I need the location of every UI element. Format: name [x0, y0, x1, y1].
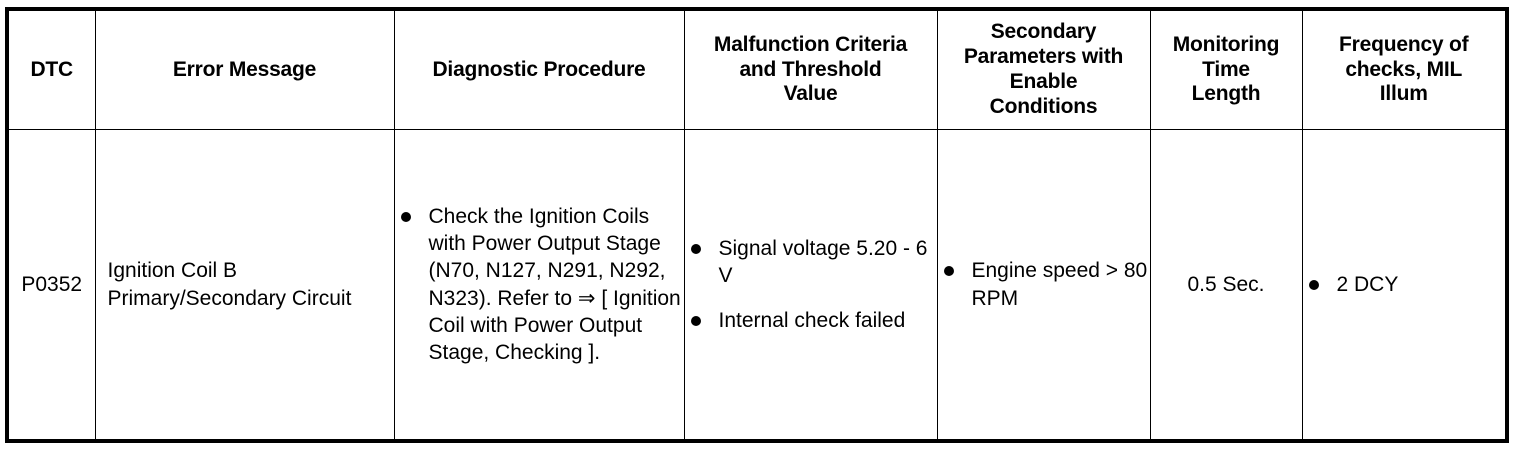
list-item: 2 DCY	[1303, 271, 1506, 298]
column-header-frequency-of-checks: Frequency of checks, MIL Illum	[1301, 8, 1508, 130]
column-header-error-message-line-1: Error Message	[172, 57, 317, 81]
malfunction-criteria-list: Signal voltage 5.20 - 6 V Internal check…	[685, 235, 937, 335]
cell-diagnostic-procedure: Check the Ignition Coils with Power Outp…	[393, 129, 685, 442]
table-header: DTC Error Message Diagnostic Procedure M…	[6, 8, 1508, 130]
header-row: DTC Error Message Diagnostic Procedure M…	[6, 8, 1508, 130]
table-row: P0352 Ignition Coil B Primary/Secondary …	[6, 129, 1508, 442]
cell-secondary-parameters: Engine speed > 80 RPM	[936, 129, 1151, 442]
column-header-malfunction-criteria-line-3: Value	[783, 82, 838, 106]
malfunction-criteria-item-text: Internal check failed	[718, 309, 906, 333]
column-header-secondary-parameters-line-2: Parameters with	[963, 45, 1124, 69]
column-header-malfunction-criteria-line-2: and Threshold	[739, 57, 882, 81]
bullet-icon	[400, 211, 411, 222]
column-header-dtc-line-1: DTC	[30, 57, 74, 81]
error-message-value: Ignition Coil B Primary/Secondary Circui…	[107, 259, 352, 310]
monitoring-time-length-value: 0.5 Sec.	[1187, 272, 1265, 296]
bullet-icon	[1308, 279, 1319, 290]
column-header-secondary-parameters-line-4: Conditions	[989, 94, 1098, 118]
list-item: Internal check failed	[685, 307, 937, 334]
list-item: Check the Ignition Coils with Power Outp…	[395, 203, 684, 367]
column-header-monitoring-time-length: Monitoring Time Length	[1149, 8, 1303, 130]
frequency-of-checks-list: 2 DCY	[1303, 271, 1506, 298]
list-item: Signal voltage 5.20 - 6 V	[685, 235, 937, 290]
column-header-malfunction-criteria: Malfunction Criteria and Threshold Value	[683, 8, 938, 130]
diagnostic-procedure-list: Check the Ignition Coils with Power Outp…	[395, 203, 684, 367]
cell-dtc: P0352	[6, 129, 96, 442]
cell-malfunction-criteria: Signal voltage 5.20 - 6 V Internal check…	[683, 129, 938, 442]
cell-frequency-of-checks: 2 DCY	[1301, 129, 1508, 442]
cell-monitoring-time-length: 0.5 Sec.	[1149, 129, 1303, 442]
column-header-secondary-parameters: Secondary Parameters with Enable Conditi…	[936, 8, 1151, 130]
bullet-icon	[690, 243, 701, 254]
column-header-monitoring-time-length-line-2: Time	[1202, 57, 1250, 81]
frequency-of-checks-item-text: 2 DCY	[1336, 272, 1399, 296]
column-header-monitoring-time-length-line-3: Length	[1191, 82, 1261, 106]
list-item: Engine speed > 80 RPM	[938, 257, 1150, 312]
column-header-secondary-parameters-line-3: Enable	[1009, 70, 1078, 93]
secondary-parameters-item-text: Engine speed > 80 RPM	[971, 259, 1148, 310]
column-header-frequency-of-checks-line-2: checks, MIL	[1345, 57, 1463, 81]
cell-error-message: Ignition Coil B Primary/Secondary Circui…	[94, 129, 395, 442]
column-header-malfunction-criteria-line-1: Malfunction Criteria	[713, 32, 908, 56]
bullet-icon	[690, 316, 701, 327]
column-header-diagnostic-procedure: Diagnostic Procedure	[393, 8, 685, 130]
column-header-error-message: Error Message	[94, 8, 395, 130]
column-header-secondary-parameters-line-1: Secondary	[990, 20, 1097, 44]
dtc-diagnostic-table: DTC Error Message Diagnostic Procedure M…	[5, 7, 1509, 443]
column-header-frequency-of-checks-line-1: Frequency of	[1339, 32, 1469, 56]
column-header-dtc: DTC	[6, 8, 96, 130]
malfunction-criteria-item-text: Signal voltage 5.20 - 6 V	[718, 236, 928, 287]
column-header-frequency-of-checks-line-3: Illum	[1379, 82, 1428, 106]
secondary-parameters-list: Engine speed > 80 RPM	[938, 257, 1150, 312]
column-header-monitoring-time-length-line-1: Monitoring	[1172, 32, 1280, 56]
table-body: P0352 Ignition Coil B Primary/Secondary …	[6, 129, 1508, 442]
diagnostic-procedure-item-text: Check the Ignition Coils with Power Outp…	[428, 204, 681, 365]
bullet-icon	[943, 266, 954, 277]
column-header-diagnostic-procedure-line-1: Diagnostic Procedure	[432, 57, 646, 81]
dtc-code-value: P0352	[21, 272, 83, 296]
